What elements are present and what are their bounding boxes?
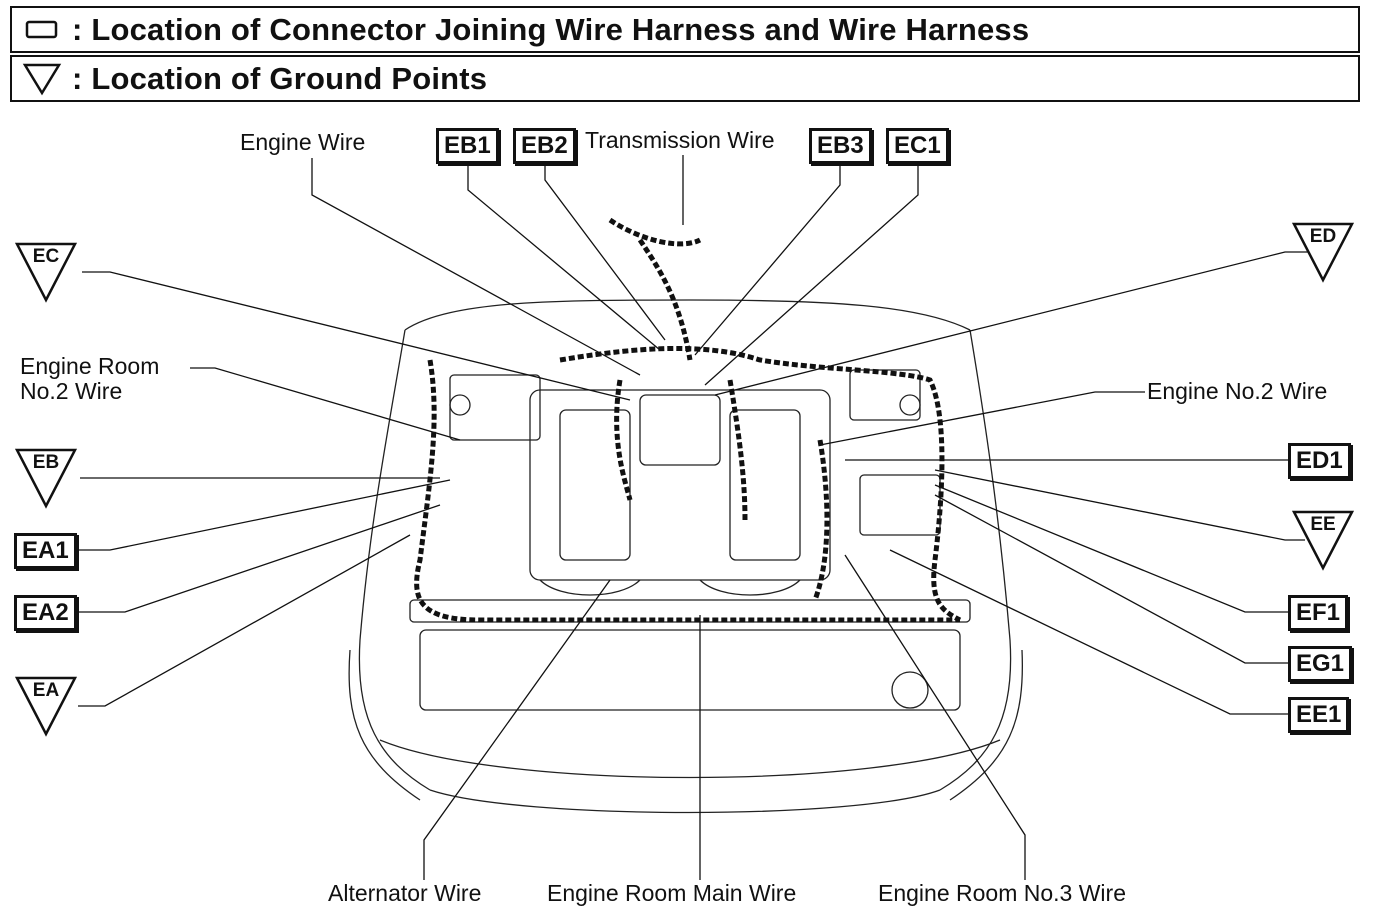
ground-ec-icon: EC xyxy=(15,242,77,304)
ground-ee-icon: EE xyxy=(1292,510,1354,572)
connector-ef1: EF1 xyxy=(1288,595,1349,631)
ground-ea-icon: EA xyxy=(15,676,77,738)
ground-ed-icon: ED xyxy=(1292,222,1354,284)
legend-ground-text: : Location of Ground Points xyxy=(72,60,488,96)
ground-ed-label: ED xyxy=(1309,226,1337,247)
legend-connector-text: : Location of Connector Joining Wire Har… xyxy=(72,11,1030,47)
label-engine-room-no2-wire-line2: No.2 Wire xyxy=(20,378,123,404)
connector-ec1: EC1 xyxy=(886,128,949,164)
connector-eb1: EB1 xyxy=(436,128,499,164)
ground-triangle-icon xyxy=(12,62,72,96)
ground-ec-label: EC xyxy=(32,246,60,267)
connector-rectangle-icon xyxy=(12,19,72,41)
ground-eb-label: EB xyxy=(32,452,60,473)
label-transmission-wire: Transmission Wire xyxy=(585,127,775,153)
ground-eb-icon: EB xyxy=(15,448,77,510)
legend-connector-row: : Location of Connector Joining Wire Har… xyxy=(10,6,1360,53)
connector-eg1: EG1 xyxy=(1288,646,1353,682)
label-engine-wire: Engine Wire xyxy=(240,129,366,155)
ground-ea-label: EA xyxy=(32,680,60,701)
leader-lines xyxy=(76,155,1308,880)
connector-ea2: EA2 xyxy=(14,595,77,631)
label-alternator-wire: Alternator Wire xyxy=(328,880,482,906)
engine-bay-outline xyxy=(348,299,1024,814)
connector-ed1: ED1 xyxy=(1288,443,1351,479)
connector-ee1: EE1 xyxy=(1288,697,1350,733)
ground-ee-label: EE xyxy=(1310,514,1336,535)
connector-eb2: EB2 xyxy=(513,128,576,164)
wire-harness-paths xyxy=(414,217,962,623)
label-engine-room-no3-wire: Engine Room No.3 Wire xyxy=(878,880,1126,906)
connector-ea1: EA1 xyxy=(14,533,77,569)
label-engine-room-no2-wire-line1: Engine Room xyxy=(20,353,160,379)
label-engine-room-main-wire: Engine Room Main Wire xyxy=(547,880,797,906)
legend-ground-row: : Location of Ground Points xyxy=(10,55,1360,102)
label-engine-no2-wire: Engine No.2 Wire xyxy=(1147,378,1328,404)
connector-eb3: EB3 xyxy=(809,128,872,164)
